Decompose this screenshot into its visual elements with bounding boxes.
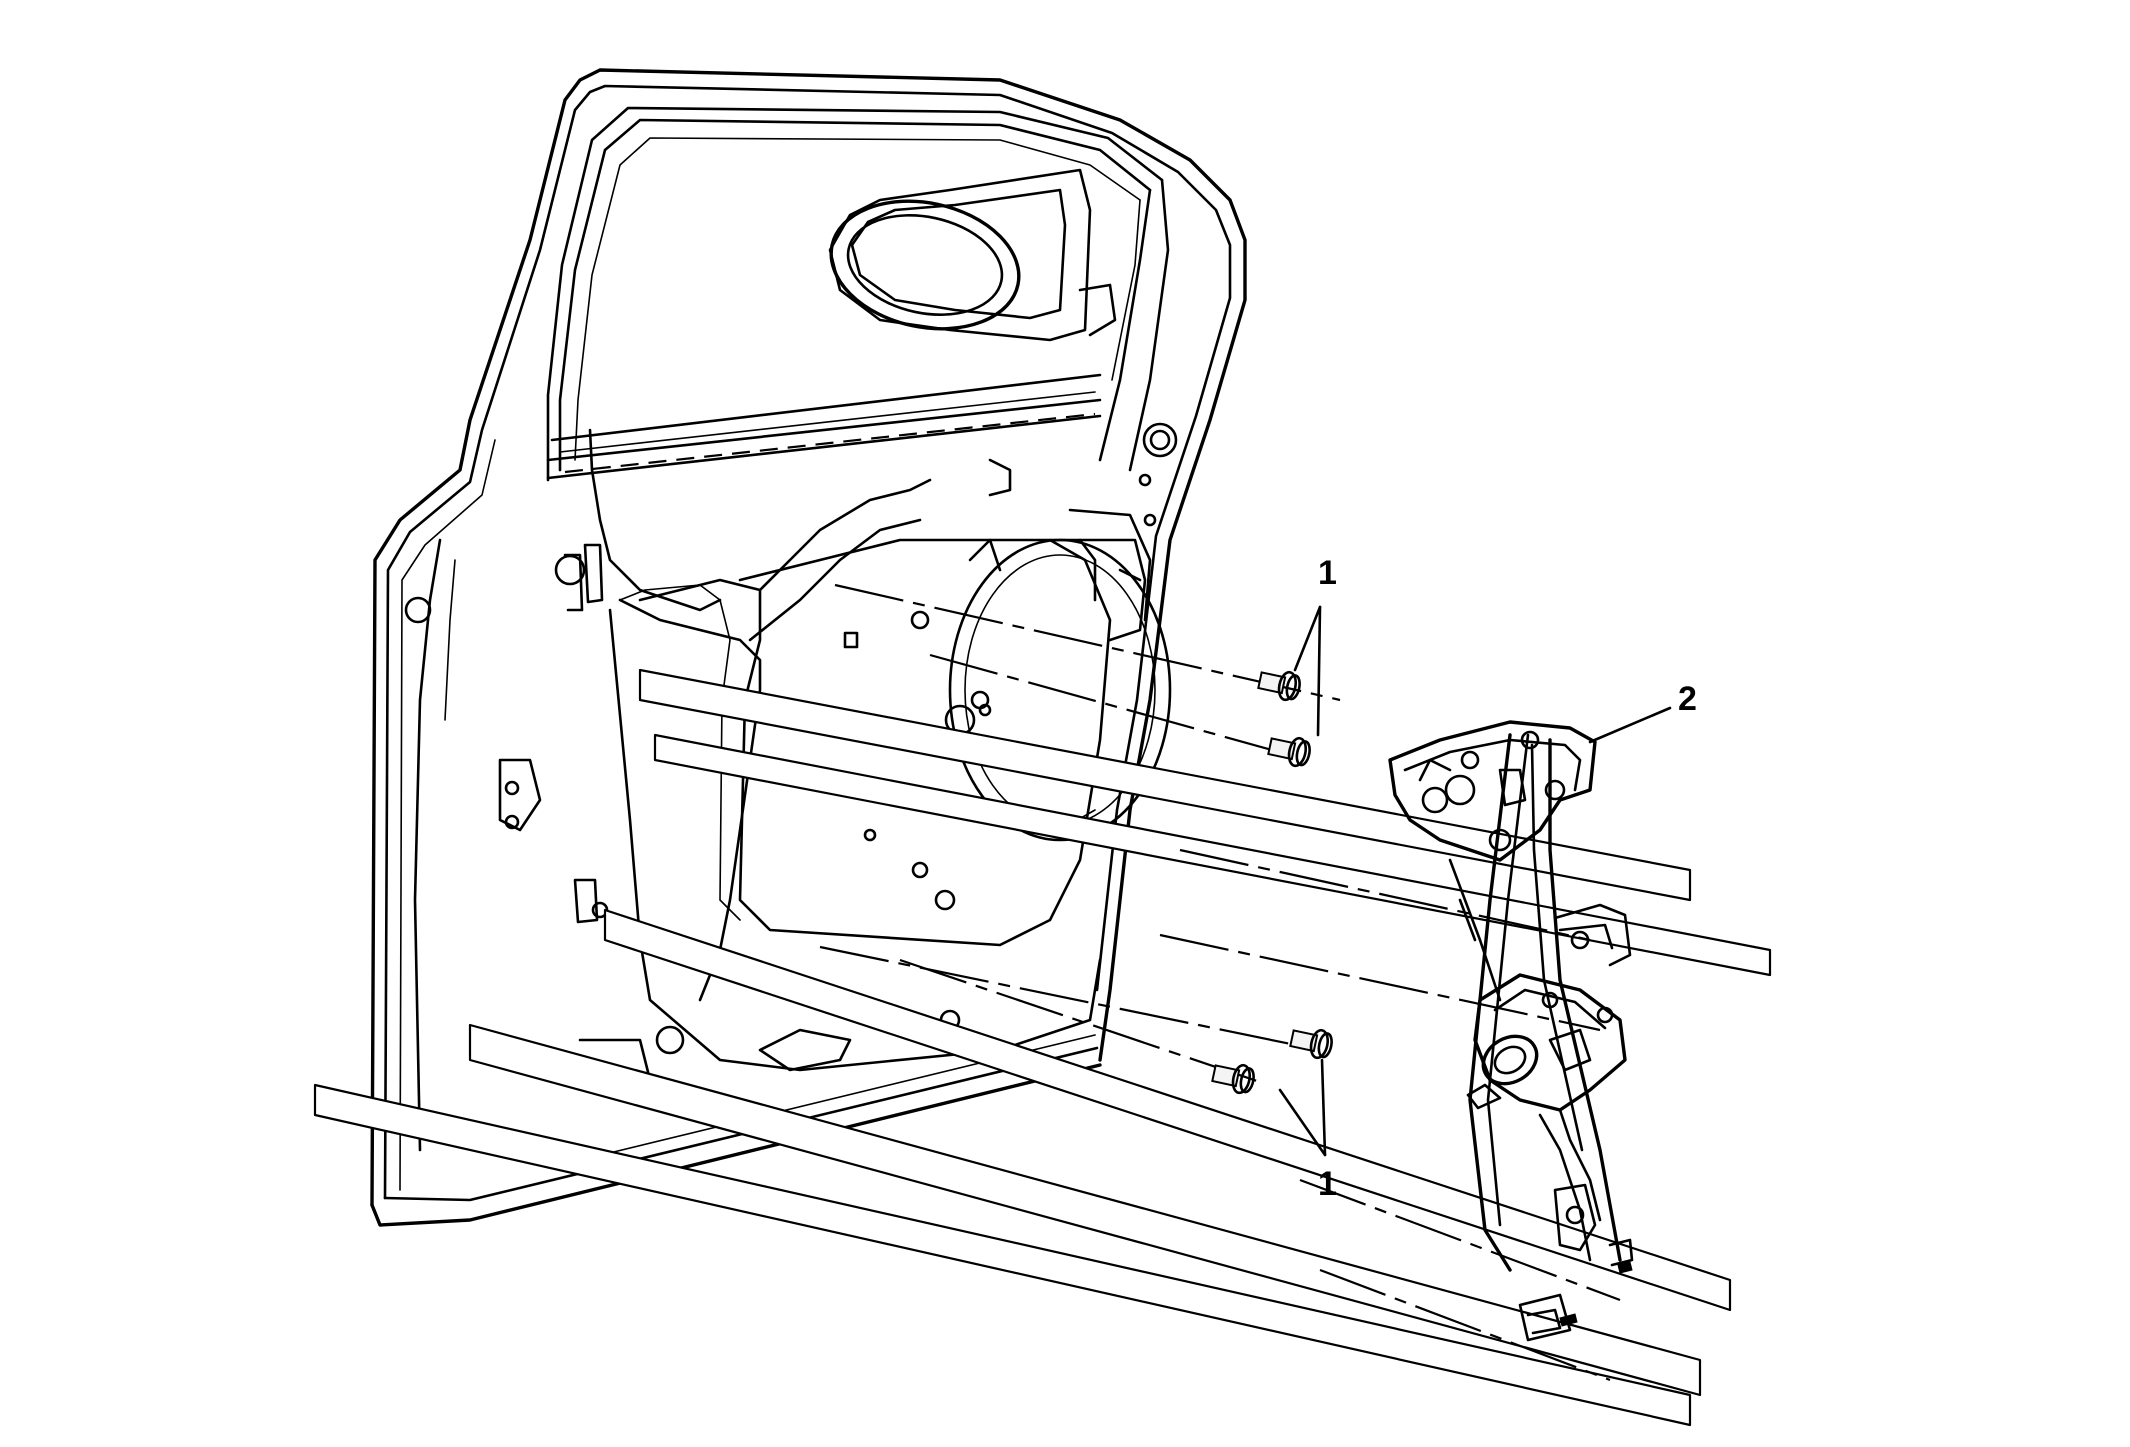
window-regulator <box>1388 720 1634 1342</box>
upper-plane-b <box>653 733 1772 977</box>
upper-fastener-callout: 1 <box>1318 554 1337 592</box>
lower-plane-c <box>313 1083 1692 1427</box>
regulator-callout: 2 <box>1678 680 1697 718</box>
fastener-lower-a <box>1289 1028 1333 1060</box>
lower-plane-b <box>468 1023 1702 1397</box>
fastener-lower-b <box>1211 1063 1255 1095</box>
fasteners <box>1211 670 1333 1095</box>
fastener-upper-a <box>1257 670 1301 702</box>
alignment-planes <box>313 668 1772 1427</box>
upper-plane-a <box>638 668 1692 902</box>
fastener-upper-b <box>1267 736 1311 768</box>
alignment-lines <box>819 583 1621 1382</box>
lower-plane-a <box>603 908 1732 1312</box>
lower-fastener-callout: 1 <box>1318 1165 1337 1203</box>
leader-lines <box>1278 605 1672 1157</box>
